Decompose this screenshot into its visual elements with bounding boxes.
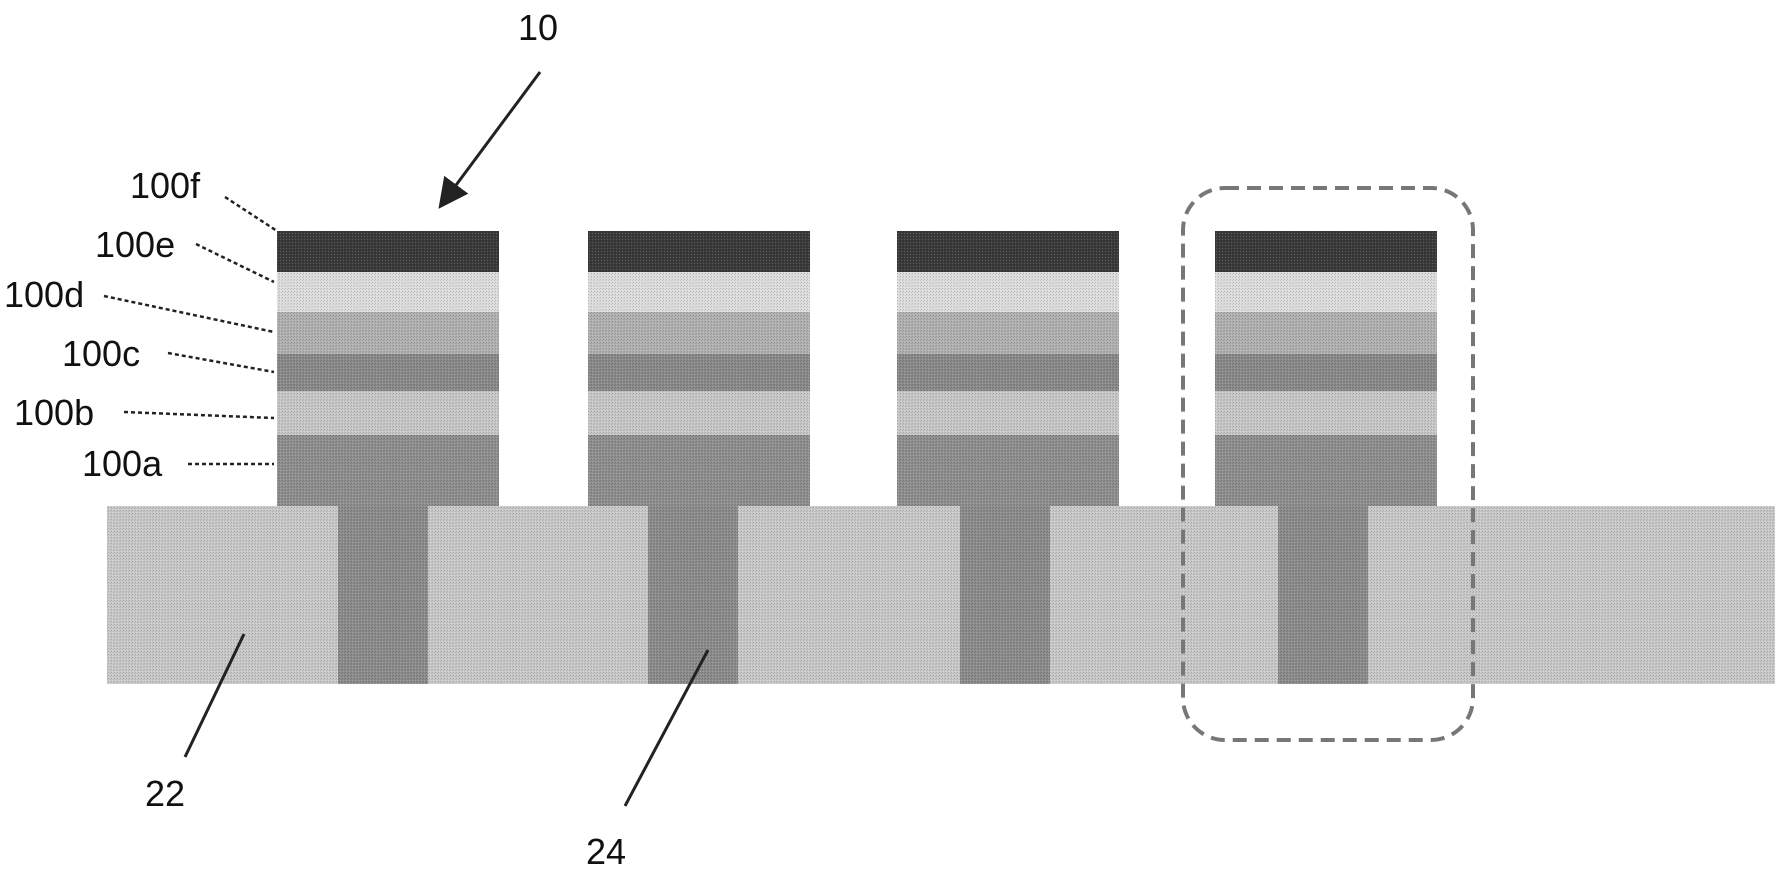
contact-texture-2 <box>648 506 738 684</box>
pillar-3-layer-texture <box>897 231 1119 272</box>
pillar-stacks <box>277 231 1437 506</box>
label-100c: 100c <box>62 333 140 374</box>
device-arrow <box>442 72 540 204</box>
pillar-2-layer-texture <box>588 272 810 312</box>
pillar-1-layer-texture <box>277 272 499 312</box>
pillar-stack-4 <box>1215 231 1437 506</box>
leader-100e <box>196 244 274 282</box>
pillar-1-layer-texture <box>277 391 499 435</box>
pillar-4-layer-texture <box>1215 231 1437 272</box>
pillar-1-layer-texture <box>277 354 499 391</box>
pillar-3-layer-texture <box>897 391 1119 435</box>
leader-100c <box>168 353 274 372</box>
leader-100f <box>225 197 277 231</box>
pillar-stack-3 <box>897 231 1119 506</box>
pillar-3-layer-texture <box>897 312 1119 354</box>
pillar-1-layer-texture <box>277 312 499 354</box>
device-reference: 10 <box>442 7 558 204</box>
pillar-2-layer-texture <box>588 312 810 354</box>
layer-labels: 100f 100e 100d 100c 100b 100a <box>4 165 201 484</box>
label-100d: 100d <box>4 274 84 315</box>
pillar-1-layer-texture <box>277 435 499 506</box>
ref-label-10: 10 <box>518 7 558 48</box>
pillar-4-layer-texture <box>1215 354 1437 391</box>
pillar-2-layer-texture <box>588 435 810 506</box>
contact-texture-4 <box>1278 506 1368 684</box>
ref-label-24: 24 <box>586 831 626 872</box>
contact-texture-1 <box>338 506 428 684</box>
pillar-4-layer-texture <box>1215 272 1437 312</box>
pillar-4-layer-texture <box>1215 312 1437 354</box>
leader-100d <box>104 296 274 332</box>
pillar-2-layer-texture <box>588 354 810 391</box>
pillar-4-layer-texture <box>1215 435 1437 506</box>
pillar-3-layer-texture <box>897 354 1119 391</box>
pillar-4-layer-texture <box>1215 391 1437 435</box>
leader-100b <box>124 412 274 418</box>
pillar-2-layer-texture <box>588 231 810 272</box>
label-100f: 100f <box>130 165 201 206</box>
contact-texture-3 <box>960 506 1050 684</box>
label-100b: 100b <box>14 392 94 433</box>
pillar-3-layer-texture <box>897 272 1119 312</box>
pillar-2-layer-texture <box>588 391 810 435</box>
label-100a: 100a <box>82 443 163 484</box>
pillar-3-layer-texture <box>897 435 1119 506</box>
pillar-stack-2 <box>588 231 810 506</box>
pillar-stack-1 <box>277 231 499 506</box>
pillar-1-layer-texture <box>277 231 499 272</box>
label-100e: 100e <box>95 224 175 265</box>
ref-label-22: 22 <box>145 773 185 814</box>
